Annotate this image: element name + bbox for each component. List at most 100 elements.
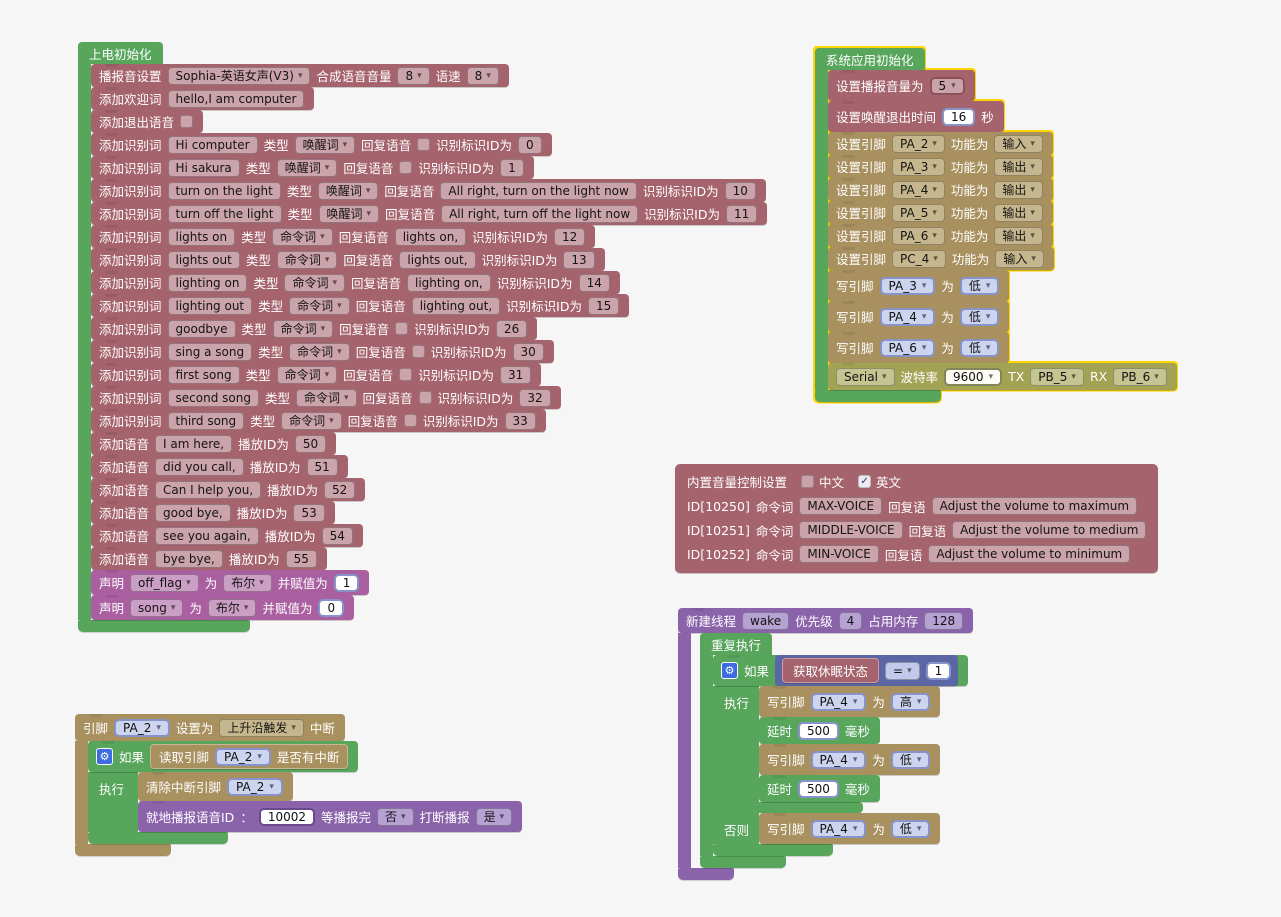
dropdown-field[interactable]: 命令词 [276, 365, 338, 384]
number-field[interactable]: 13 [563, 250, 595, 269]
dropdown-field[interactable]: 8 [397, 66, 430, 85]
dropdown-field[interactable]: 命令词 [295, 388, 357, 407]
dropdown-field[interactable]: 布尔 [223, 573, 272, 592]
number-field[interactable]: 32 [519, 388, 551, 407]
dropdown-field[interactable]: 否 [377, 807, 414, 826]
number-field[interactable]: 30 [512, 342, 544, 361]
text-field[interactable]: sing a song [167, 342, 253, 361]
text-field[interactable]: good bye, [155, 503, 231, 522]
dropdown-field[interactable]: 命令词 [289, 342, 350, 361]
text-field[interactable]: hello,I am computer [167, 89, 305, 108]
text-field[interactable]: lights on, [394, 227, 467, 246]
text-field[interactable]: Adjust the volume to medium [952, 521, 1147, 539]
text-field[interactable]: goodbye [167, 319, 236, 338]
checkbox[interactable]: ✓ [858, 474, 872, 488]
number-field[interactable]: 33 [504, 411, 536, 430]
dropdown-field[interactable]: 唤醒词 [317, 181, 379, 200]
value-input[interactable]: 500 [798, 721, 839, 740]
number-field[interactable]: 54 [321, 526, 353, 545]
text-field[interactable]: wake [742, 611, 790, 630]
block-hat-power-init[interactable]: 上电初始化 [78, 42, 163, 64]
add-keyword-row[interactable]: 添加识别词goodbye类型命令词回复语音识别标识ID为26 [91, 317, 538, 340]
dropdown-field[interactable]: 输入 [995, 249, 1044, 268]
value-dropdown[interactable]: PA_6 [879, 338, 936, 357]
dropdown-field[interactable]: off_flag [130, 573, 199, 592]
serial-config-row[interactable]: Serial波特率9600TXPB_5RXPB_6 [828, 363, 1177, 390]
dropdown-field[interactable]: 输入 [994, 134, 1043, 153]
text-field[interactable]: lighting on [167, 273, 248, 292]
number-field[interactable]: 50 [294, 434, 327, 453]
number-field[interactable]: 128 [924, 611, 964, 630]
dropdown-field[interactable]: PA_4 [892, 180, 945, 199]
dropdown-field[interactable]: 命令词 [289, 296, 350, 315]
dropdown-field[interactable]: 唤醒词 [294, 135, 356, 154]
nested-block[interactable]: 获取休眠状态=1 [775, 655, 959, 686]
number-field[interactable]: 10 [724, 181, 756, 200]
number-field[interactable]: 11 [725, 204, 758, 223]
number-field[interactable]: 26 [495, 319, 528, 338]
dropdown-field[interactable]: PB_5 [1030, 367, 1084, 386]
number-field[interactable]: 53 [293, 503, 325, 522]
text-field[interactable]: All right, turn on the light now [440, 181, 637, 200]
dropdown-field[interactable]: PA_3 [892, 157, 945, 176]
dropdown-field[interactable]: 命令词 [281, 411, 342, 430]
text-field[interactable]: bye bye, [155, 549, 223, 568]
text-field[interactable]: All right, turn off the light now [441, 204, 639, 223]
value-dropdown[interactable]: PA_4 [810, 692, 867, 711]
block-hat-sys-init[interactable]: 系统应用初始化 [815, 48, 925, 70]
empty-field[interactable] [403, 414, 417, 427]
value-input[interactable]: 10002 [258, 807, 316, 826]
value-dropdown[interactable]: PA_3 [879, 276, 936, 295]
dropdown-field[interactable]: PB_6 [1113, 367, 1167, 386]
text-field[interactable]: lighting out [167, 296, 253, 315]
dropdown-field[interactable]: PA_6 [892, 226, 945, 245]
value-dropdown[interactable]: PA_2 [114, 718, 170, 737]
value-dropdown[interactable]: 低 [959, 276, 1000, 295]
dropdown-field[interactable]: 上升沿触发 [219, 718, 304, 737]
value-dropdown[interactable]: PA_4 [810, 750, 867, 769]
dropdown-field[interactable]: 命令词 [272, 227, 333, 246]
dropdown-field[interactable]: Sophia-英语女声(V3) [167, 66, 311, 85]
play-voice-id-row[interactable]: 就地播报语音ID：10002等播报完否打断播报是 [138, 801, 523, 832]
dropdown-field[interactable]: 布尔 [207, 598, 257, 617]
text-field[interactable]: I am here, [155, 434, 233, 453]
dropdown-field[interactable]: PA_2 [892, 134, 945, 153]
text-field[interactable]: first song [167, 365, 240, 384]
dropdown-field[interactable]: 命令词 [272, 319, 334, 338]
text-field[interactable]: Adjust the volume to maximum [931, 497, 1138, 515]
volume-ctrl-header-row[interactable]: 内置音量控制设置中文✓英文 [685, 469, 903, 493]
dropdown-field[interactable]: 命令词 [284, 273, 345, 292]
value-dropdown[interactable]: 9600 [944, 367, 1003, 386]
block-hat-loop[interactable]: 重复执行 [700, 633, 773, 655]
checkbox[interactable] [801, 474, 815, 488]
empty-field[interactable] [395, 322, 409, 335]
dropdown-field[interactable]: PA_5 [892, 203, 945, 222]
text-field[interactable]: lighting on, [407, 273, 491, 292]
number-field[interactable]: 51 [306, 457, 338, 476]
dropdown-field[interactable]: 唤醒词 [318, 204, 380, 223]
number-field[interactable]: 4 [838, 611, 863, 630]
